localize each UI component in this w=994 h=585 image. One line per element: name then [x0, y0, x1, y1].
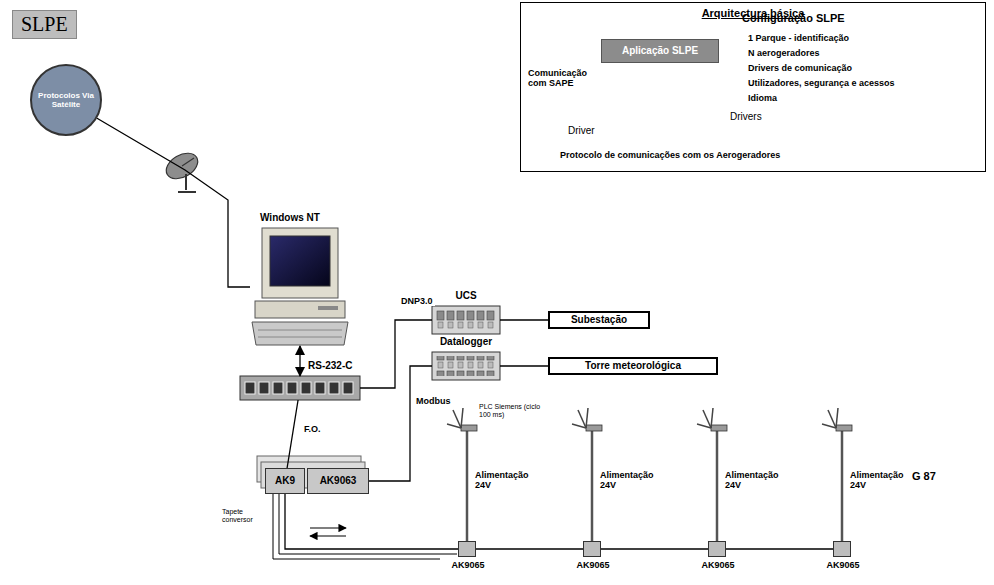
connector	[97, 118, 250, 287]
converter-box: AK9	[265, 468, 305, 494]
rack-box: UCS	[432, 306, 500, 334]
process-box: Subestação	[548, 311, 650, 329]
node-text: AK9065	[689, 560, 747, 570]
satellite-dish	[162, 148, 202, 192]
annotation-label: Configuração SLPE	[742, 12, 845, 25]
node-text: AK9063	[320, 475, 357, 487]
connector	[287, 400, 298, 468]
connector	[285, 494, 458, 549]
module-box: AK9065	[583, 541, 601, 557]
connector	[726, 548, 833, 549]
annotation-label: N aerogeradores	[748, 48, 820, 58]
node-text: UCS	[432, 290, 500, 302]
node-text: AK9065	[439, 560, 497, 570]
module-box: AK9065	[458, 541, 476, 557]
annotation-label: G 87	[912, 470, 936, 483]
annotation-label: Alimentação 24V	[475, 470, 535, 491]
annotation-label: Driver	[568, 125, 595, 137]
node-text: RS-232-C	[308, 360, 352, 372]
process-box: Torre meteorológica	[548, 357, 718, 375]
connector	[476, 548, 583, 549]
serial-hub	[240, 376, 360, 400]
annotation-label: Tapete conversor	[222, 508, 270, 524]
annotation-label: Drivers	[730, 111, 762, 123]
connector	[500, 319, 548, 320]
connector-label: F.O.	[302, 424, 323, 434]
annotation-label: Drivers de comunicação	[748, 63, 852, 73]
module-box: AK9065	[708, 541, 726, 557]
layer-box: Aplicação SLPE	[601, 39, 719, 63]
converter-box: AK9063	[307, 468, 369, 494]
connector	[500, 365, 548, 366]
module-box: AK9065	[833, 541, 851, 557]
node-text: Datalogger	[432, 336, 500, 348]
node-text: AK9065	[814, 560, 872, 570]
wind-turbine	[447, 408, 852, 541]
connector-label: Modbus	[414, 396, 453, 406]
computer-icon	[252, 228, 348, 345]
computer: Windows NT	[250, 228, 350, 346]
title-box: SLPE	[12, 10, 77, 39]
annotation-label: Alimentação 24V	[600, 470, 660, 491]
annotation-label: Alimentação 24V	[850, 470, 910, 491]
serial-hub: RS-232-C	[240, 376, 360, 400]
annotation-label: Comunicação com SAPE	[528, 68, 586, 89]
connector	[369, 366, 432, 481]
annotation-label: Alimentação 24V	[725, 470, 785, 491]
node-text: Aplicação SLPE	[622, 45, 698, 57]
node-text: Protocolos Via Satélite	[36, 91, 96, 109]
connector	[299, 346, 300, 376]
rack-unit	[432, 306, 500, 380]
node-text: Subestação	[571, 314, 627, 326]
node-text: AK9065	[564, 560, 622, 570]
annotation-label: Protocolo de comunicações com os Aeroger…	[560, 150, 780, 160]
annotation-label: Utilizadores, segurança e acessos	[748, 78, 895, 88]
annotation-label: 1 Parque - identificação	[748, 33, 849, 43]
connector	[601, 548, 708, 549]
connector	[360, 320, 432, 388]
annotation-label: PLC Siemens (ciclo 100 ms)	[479, 403, 545, 419]
node-text: AK9	[275, 475, 295, 487]
node-text: Windows NT	[260, 212, 320, 224]
converter-stack	[257, 456, 457, 559]
node-text: Torre meteorológica	[585, 360, 681, 372]
rack-box: Datalogger	[432, 352, 500, 380]
annotation-label: Idioma	[748, 93, 777, 103]
connector-label: DNP3.0	[399, 296, 435, 306]
satellite-circle: Protocolos Via Satélite	[30, 64, 102, 136]
